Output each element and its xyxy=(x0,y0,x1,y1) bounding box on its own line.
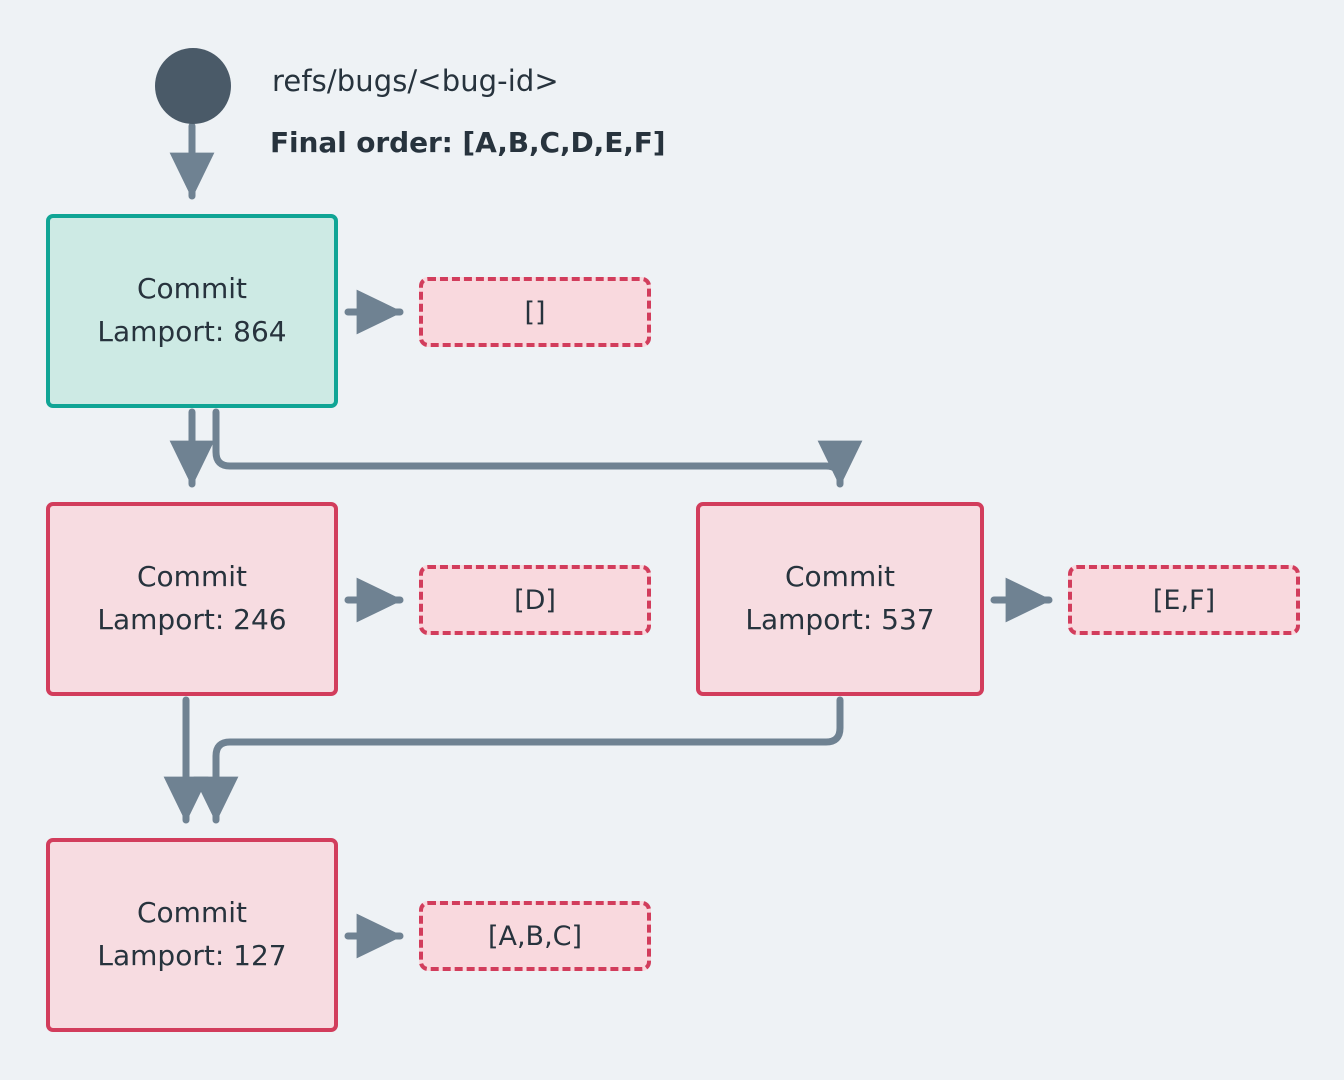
commit-node-246[interactable]: Commit Lamport: 246 xyxy=(46,502,338,696)
list-node-246: [D] xyxy=(419,565,651,635)
commit-title: Commit xyxy=(137,896,247,930)
commit-lamport: Lamport: 127 xyxy=(97,939,287,972)
final-order-label: Final order: [A,B,C,D,E,F] xyxy=(270,126,666,159)
ref-path-label: refs/bugs/<bug-id> xyxy=(272,64,559,98)
list-node-537: [E,F] xyxy=(1068,565,1300,635)
list-node-127: [A,B,C] xyxy=(419,901,651,971)
commit-lamport: Lamport: 864 xyxy=(97,315,287,348)
commit-node-864[interactable]: Commit Lamport: 864 xyxy=(46,214,338,408)
start-node xyxy=(155,48,231,124)
commit-title: Commit xyxy=(137,560,247,594)
commit-node-127[interactable]: Commit Lamport: 127 xyxy=(46,838,338,1032)
commit-title: Commit xyxy=(785,560,895,594)
list-node-864: [] xyxy=(419,277,651,347)
edge-c537-to-c127 xyxy=(193,696,844,824)
commit-lamport: Lamport: 537 xyxy=(745,603,935,636)
commit-node-537[interactable]: Commit Lamport: 537 xyxy=(696,502,984,696)
commit-title: Commit xyxy=(137,272,247,306)
edge-c864-to-c537 xyxy=(212,408,863,488)
commit-lamport: Lamport: 246 xyxy=(97,603,287,636)
